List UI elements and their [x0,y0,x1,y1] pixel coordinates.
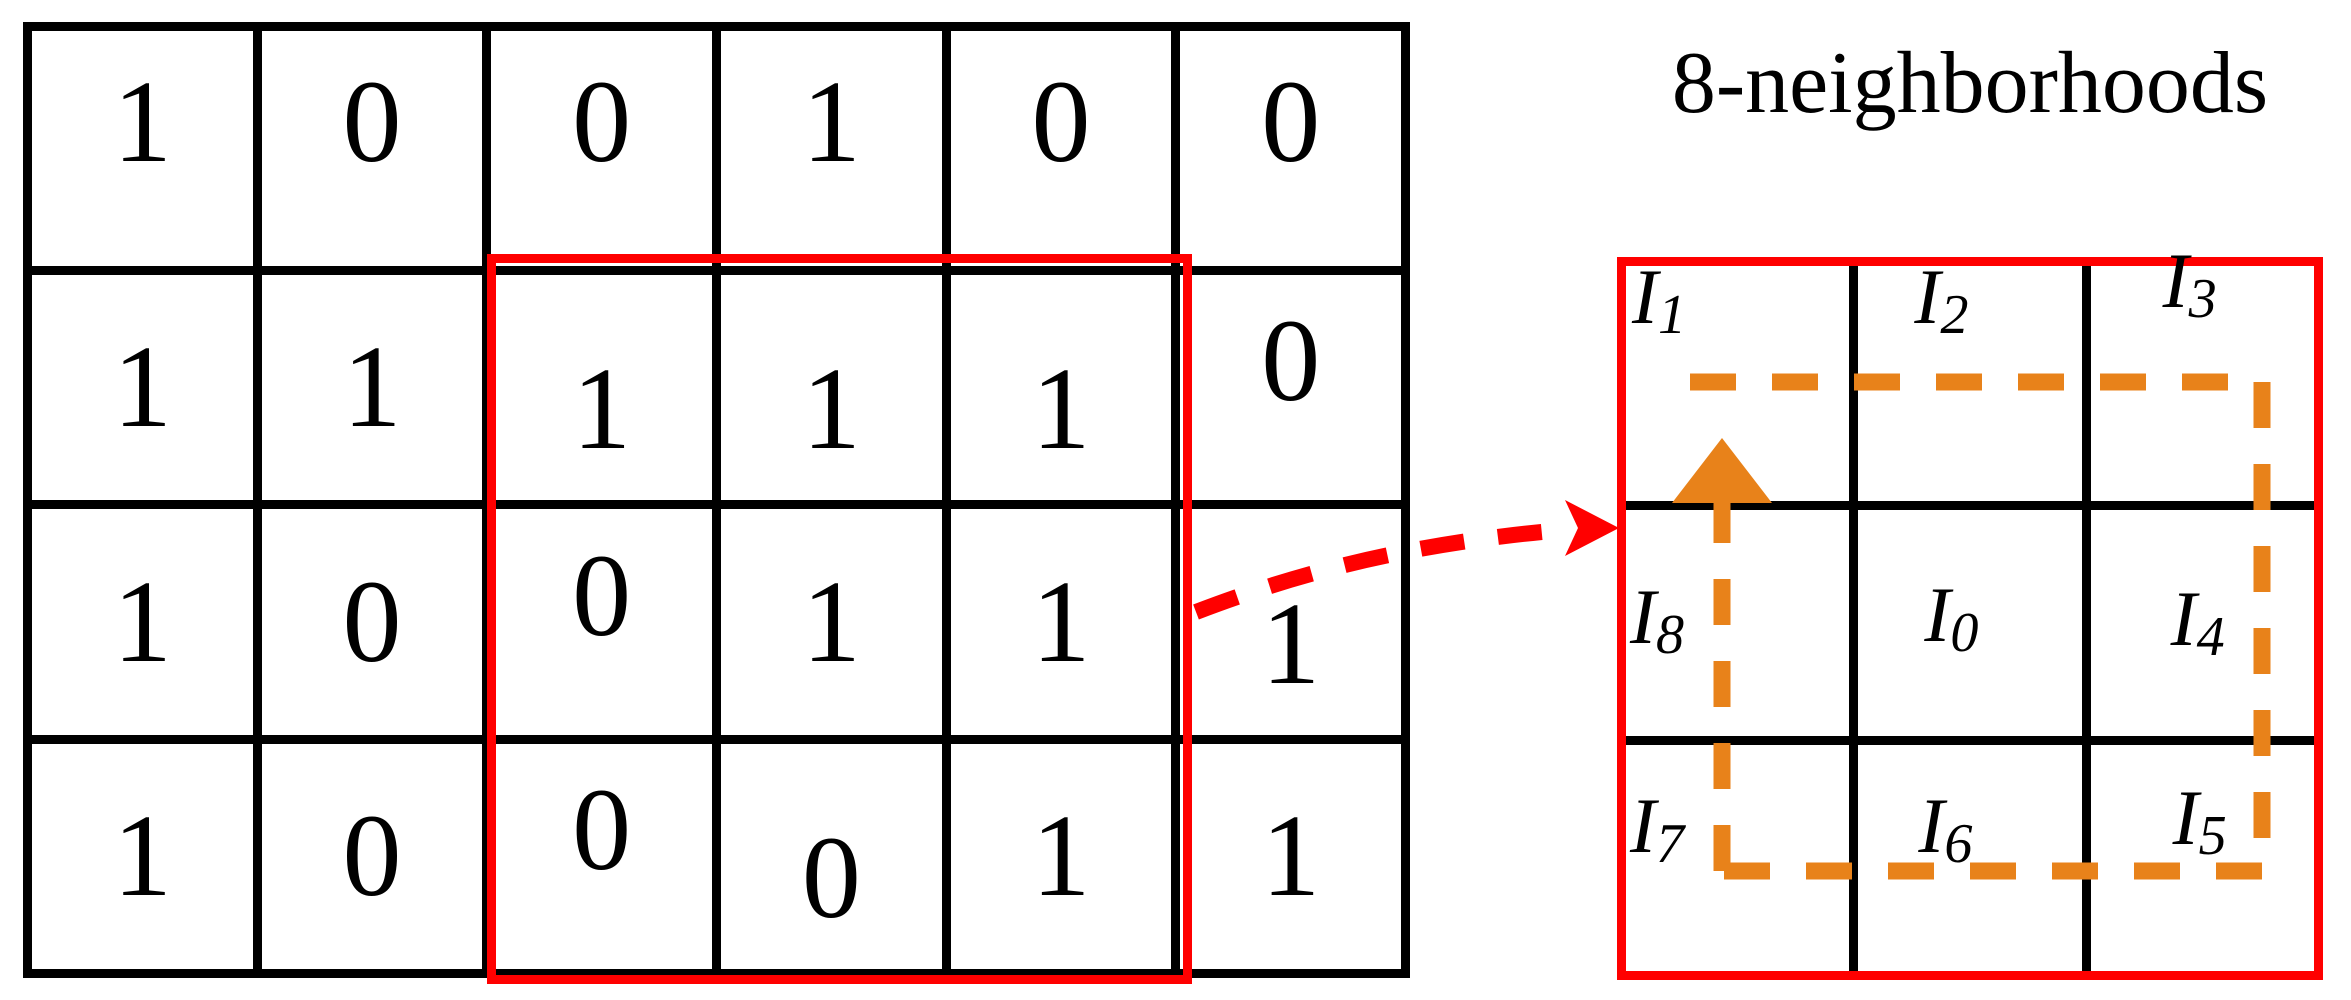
matrix-cell: 1 [252,274,483,500]
neighborhood-label-i6: I6 [1918,781,1973,876]
matrix-cell: 0 [1171,31,1401,266]
matrix-cell-value: 1 [112,321,172,453]
matrix-cell-value: 0 [342,790,402,922]
matrix-row: 1 1 1 1 1 0 [32,265,1401,501]
matrix-row: 1 0 0 1 0 0 [32,31,1401,266]
neighborhood-cell-i2: I2 [1849,258,2081,501]
matrix-cell: 0 [482,509,712,735]
neighborhood-row: I7 I6 I5 [1626,735,2314,971]
neighborhood-label-i2: I2 [1914,253,1969,347]
neighborhood-cell-i6: I6 [1849,744,2081,971]
neighborhood-row: I1 I2 I3 [1626,242,2314,501]
matrix-cell-value: 1 [112,790,172,922]
matrix-cell-value: 0 [1261,56,1321,188]
neighborhood-label-i5: I5 [2172,773,2227,868]
matrix-cell: 0 [252,31,483,266]
matrix-cell: 0 [252,743,483,969]
matrix-cell: 1 [482,274,712,500]
matrix-cell: 0 [482,31,712,266]
matrix-cell-value: 0 [1261,295,1321,427]
neighborhood-cell-i8: I8 [1626,510,1849,736]
matrix-cell: 0 [482,743,712,969]
matrix-cell: 1 [32,275,253,501]
matrix-cell-value: 1 [801,343,861,475]
matrix-cell-value: 1 [112,56,172,188]
connector-arrowhead-icon [1565,500,1619,556]
matrix-cell-value: 1 [801,555,861,687]
matrix-cell: 1 [712,31,942,266]
matrix-cell-value: 0 [572,764,632,896]
neighborhood-label-i1: I1 [1632,253,1687,347]
matrix-cell-value: 1 [1031,790,1091,922]
matrix-row: 1 0 0 0 1 1 [32,734,1401,970]
neighborhood-label-i4: I4 [2170,574,2225,669]
neighborhood-cell-i0: I0 [1849,509,2081,736]
matrix-cell: 1 [32,744,253,970]
matrix-cell: 1 [712,274,942,500]
neighborhood-label-i3: I3 [2162,237,2217,331]
matrix-cell-value: 1 [801,56,861,188]
neighborhood-cell-i5: I5 [2081,744,2314,971]
neighborhood-label-i7: I7 [1630,781,1685,876]
neighborhood-cell-i3: I3 [2081,242,2314,501]
page-title: 8-neighborhoods [1671,35,2269,132]
matrix-cell: 1 [1171,509,1401,735]
neighborhood-label-i0: I0 [1924,570,1979,665]
matrix-cell-value: 1 [1261,790,1321,922]
matrix-cell-value: 1 [1031,343,1091,475]
matrix-cell: 1 [941,509,1172,735]
matrix-cell-value: 1 [572,343,632,475]
matrix-cell-value: 0 [1031,56,1091,188]
matrix-cell: 1 [32,31,253,266]
matrix-cell-value: 0 [342,56,402,188]
matrix-cell-value: 0 [572,529,632,661]
matrix-cell: 0 [1171,274,1401,500]
matrix-cell-value: 1 [342,321,402,453]
matrix-cell: 1 [32,509,253,735]
matrix-cell: 0 [941,31,1172,266]
neighborhood-grid: I1 I2 I3 I8 I0 I4 I7 I6 [1617,242,2323,980]
matrix-cell-value: 0 [801,812,861,944]
matrix-cell-value: 0 [572,56,632,188]
neighborhood-label-i8: I8 [1630,572,1685,667]
matrix-cell: 0 [252,509,483,735]
matrix-cell-value: 1 [1031,555,1091,687]
matrix-cell-value: 1 [112,555,172,687]
matrix-cell: 1 [941,274,1172,500]
matrix-cell: 1 [941,743,1172,969]
matrix-cell: 1 [1171,743,1401,969]
neighborhood-row: I8 I0 I4 [1626,500,2314,736]
neighborhood-cell-i7: I7 [1626,745,1849,971]
neighborhood-cell-i1: I1 [1626,258,1849,501]
matrix-cell-value: 0 [342,555,402,687]
matrix-cell: 0 [712,743,942,969]
matrix-row: 1 0 0 1 1 1 [32,500,1401,735]
matrix-cell-value: 1 [1261,577,1321,709]
neighborhood-cell-i4: I4 [2081,509,2314,736]
binary-matrix-grid: 1 0 0 1 0 0 1 1 1 1 1 0 1 0 0 1 1 1 1 0 … [23,22,1410,978]
matrix-cell: 1 [712,509,942,735]
